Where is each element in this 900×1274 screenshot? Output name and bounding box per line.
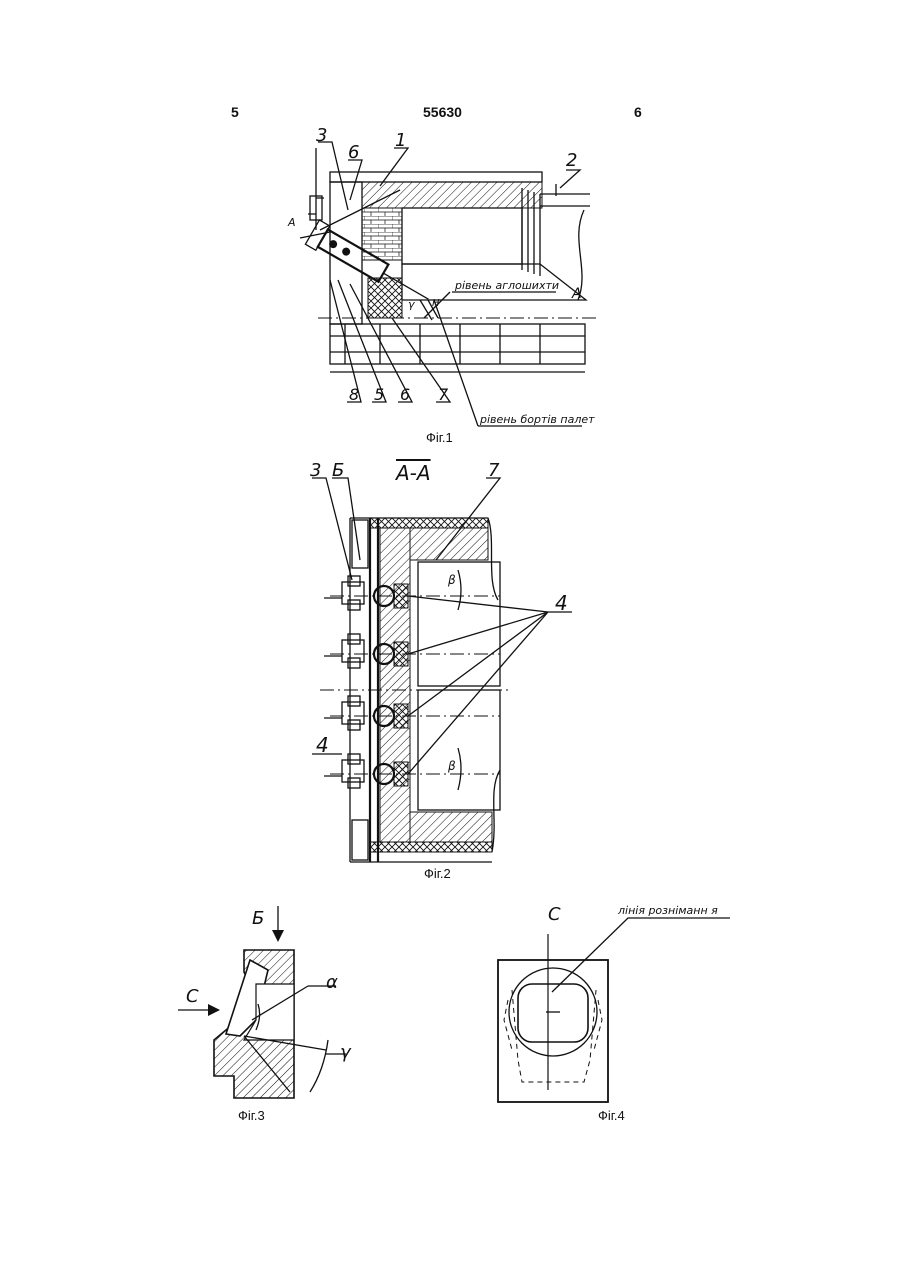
fig4-label-split-line: лінія розніманн я bbox=[617, 904, 718, 917]
fig4-view-c: С bbox=[548, 904, 561, 925]
caption-fig4: Фіг.4 bbox=[598, 1108, 625, 1123]
